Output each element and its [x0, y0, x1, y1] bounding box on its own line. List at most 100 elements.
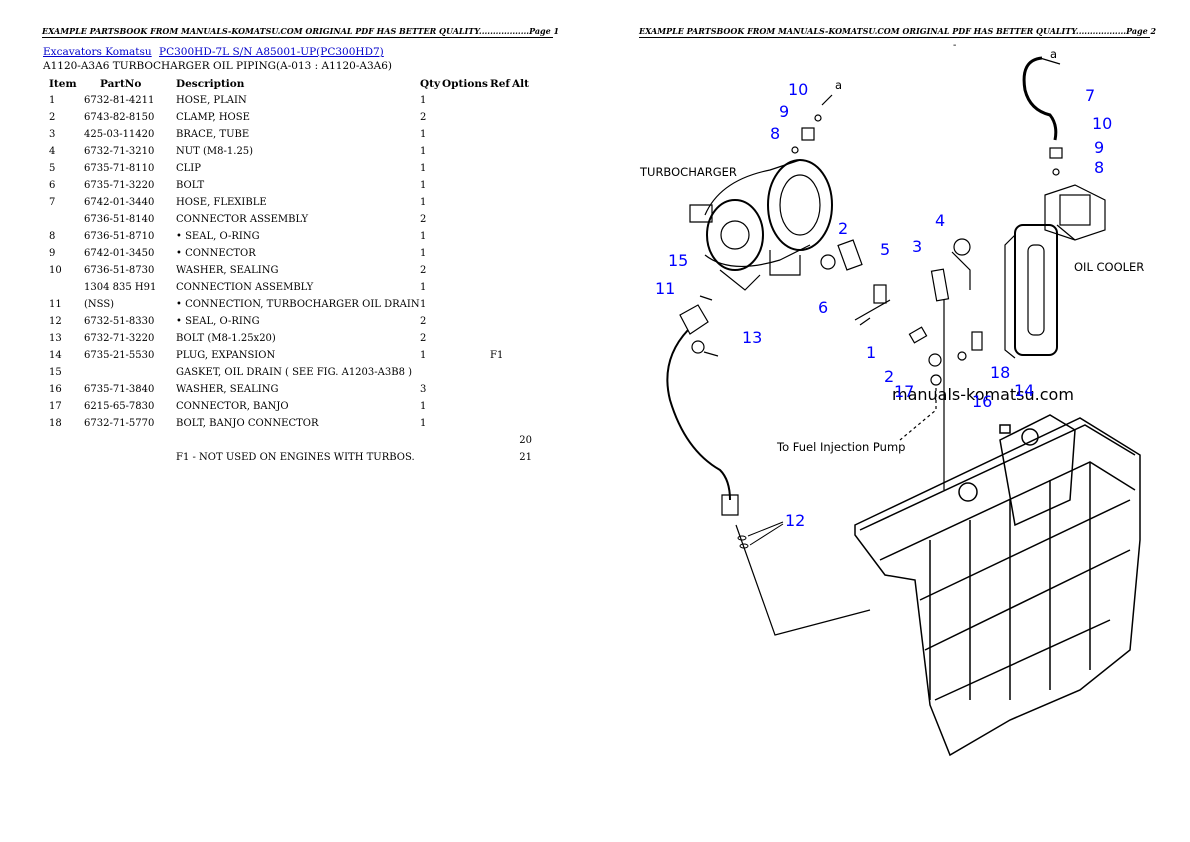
cell-item: [43, 211, 84, 228]
cell-description: NUT (M8-1.25): [176, 146, 254, 157]
breadcrumb-link-model[interactable]: PC300HD-7L S/N A85001-UP(PC300HD7): [159, 46, 384, 58]
cell-description: CLAMP, HOSE: [176, 112, 250, 123]
callout-15[interactable]: 15: [668, 251, 688, 270]
diagram-linework: [666, 56, 1141, 757]
callout-13[interactable]: 13: [742, 328, 762, 347]
column-header-qty: Qty: [420, 78, 441, 90]
cell-alt: [512, 398, 532, 415]
cell-item: 15: [49, 367, 62, 378]
cell-options: [442, 313, 490, 330]
cell-qty: 1: [420, 231, 427, 242]
cell-options: [442, 245, 490, 262]
cell-options: [442, 228, 490, 245]
callout-10[interactable]: 10: [1092, 114, 1112, 133]
oil-cooler-caption: OIL COOLER: [1074, 260, 1144, 274]
column-header-item: Item: [49, 78, 77, 90]
cell-item: 3: [49, 129, 56, 140]
cell-description: BOLT, BANJO CONNECTOR: [176, 418, 319, 429]
cell-description: PLUG, EXPANSION: [176, 350, 276, 361]
cell-ref: [490, 109, 512, 126]
cell-options: [442, 262, 490, 279]
callout-11[interactable]: 11: [655, 279, 675, 298]
cell-partno: 6732-71-3220: [84, 333, 155, 344]
callout-9[interactable]: 9: [1094, 138, 1104, 157]
cell-partno: 6735-71-3220: [84, 180, 155, 191]
callout-4[interactable]: 4: [935, 211, 945, 230]
cell-qty: [420, 364, 442, 381]
callout-17[interactable]: 17: [894, 382, 914, 401]
callout-18[interactable]: 18: [990, 363, 1010, 382]
callout-3[interactable]: 3: [912, 237, 922, 256]
cell-item: [43, 279, 84, 296]
cell-partno: 6742-01-3450: [84, 248, 155, 259]
callout-16[interactable]: 16: [972, 392, 992, 411]
cell-description: [176, 432, 420, 449]
callout-2[interactable]: 2: [884, 367, 894, 386]
cell-ref: [490, 279, 512, 296]
cell-item: 11: [49, 299, 62, 310]
callout-12[interactable]: 12: [785, 511, 805, 530]
cell-options: [442, 381, 490, 398]
cell-alt: [512, 194, 532, 211]
cell-ref: [490, 92, 512, 109]
cell-ref: [490, 245, 512, 262]
cell-qty: 1: [420, 401, 427, 412]
callout-5[interactable]: 5: [880, 240, 890, 259]
cell-description: • SEAL, O-RING: [176, 316, 260, 327]
cell-item: 9: [49, 248, 56, 259]
callout-8[interactable]: 8: [770, 124, 780, 143]
cell-qty: 1: [420, 299, 427, 310]
cell-qty: 2: [420, 316, 427, 327]
oil-cooler-drawing: [1004, 184, 1106, 359]
cell-item: [43, 449, 84, 466]
cell-partno: [84, 364, 176, 381]
cell-description: • CONNECTOR: [176, 248, 256, 259]
column-header-options: Options: [442, 78, 488, 90]
cell-qty: [420, 432, 442, 449]
cell-alt: 20: [519, 435, 532, 446]
table-row: 9 6742-01-3450 • CONNECTOR 1: [43, 245, 532, 262]
callout-1[interactable]: 1: [866, 343, 876, 362]
parts-list-page: EXAMPLE PARTSBOOK FROM MANUALS-KOMATSU.C…: [42, 26, 559, 466]
cell-alt: [512, 109, 532, 126]
exploded-parts-diagram: TURBOCHARGER OIL COOLER To Fuel Injectio…: [639, 50, 1144, 757]
cell-options: [442, 364, 490, 381]
cell-alt: [512, 92, 532, 109]
cell-item: 6: [49, 180, 56, 191]
cell-qty: 2: [420, 112, 427, 123]
cell-options: [442, 296, 490, 313]
callout-7[interactable]: 7: [1085, 86, 1095, 105]
callout-9[interactable]: 9: [779, 102, 789, 121]
cell-ref: [490, 313, 512, 330]
cell-ref: [490, 126, 512, 143]
cell-options: [442, 126, 490, 143]
callout-6[interactable]: 6: [818, 298, 828, 317]
cell-partno: 6732-81-4211: [84, 95, 155, 106]
callout-14[interactable]: 14: [1014, 381, 1034, 400]
callout-8[interactable]: 8: [1094, 158, 1104, 177]
callout-10[interactable]: 10: [788, 80, 808, 99]
cell-alt: [512, 364, 532, 381]
cell-alt: [512, 347, 532, 364]
cell-qty: 1: [420, 248, 427, 259]
cell-options: [442, 143, 490, 160]
cell-alt: [512, 313, 532, 330]
cell-partno: 6735-71-8110: [84, 163, 155, 174]
cell-alt: [512, 160, 532, 177]
cell-qty: 1: [420, 146, 427, 157]
cell-item: 12: [49, 316, 62, 327]
callout-2[interactable]: 2: [838, 219, 848, 238]
cell-item: 10: [49, 265, 62, 276]
breadcrumb-link-category[interactable]: Excavators Komatsu: [43, 46, 152, 58]
